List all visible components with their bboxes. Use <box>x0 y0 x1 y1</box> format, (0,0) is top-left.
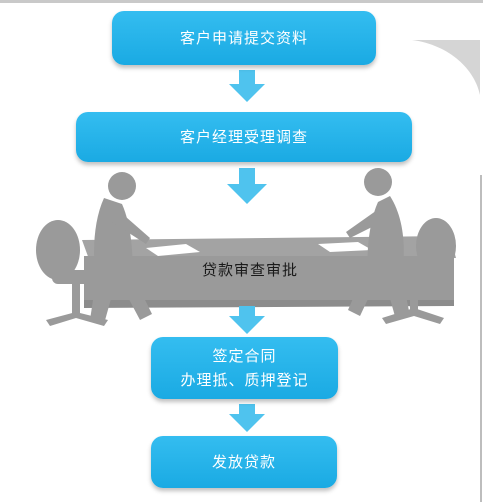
step-apply-label: 客户申请提交资料 <box>179 29 308 47</box>
person-at-desk-icon <box>346 168 410 320</box>
step-investigate-box: 客户经理受理调查 <box>76 112 412 162</box>
right-border <box>480 175 482 502</box>
flow-arrow-down-icon <box>229 306 265 334</box>
step-contract-line1: 签定合同 <box>212 347 277 365</box>
person-at-desk-icon <box>90 172 152 324</box>
step-disburse-label: 发放贷款 <box>211 453 276 471</box>
top-border <box>0 0 483 3</box>
office-chair-icon <box>36 220 108 326</box>
step-contract-box: 签定合同 办理抵、质押登记 <box>151 337 338 399</box>
flow-arrow-down-icon <box>229 404 265 432</box>
office-chair-icon <box>382 218 456 324</box>
step-apply-box: 客户申请提交资料 <box>112 11 376 65</box>
step-contract-line2: 办理抵、质押登记 <box>180 371 309 389</box>
flow-arrow-down-icon <box>229 70 265 102</box>
step-investigate-label: 客户经理受理调查 <box>179 128 308 146</box>
step-disburse-box: 发放贷款 <box>151 436 337 488</box>
decorative-arc-icon <box>412 40 480 95</box>
step-review-label: 贷款审查审批 <box>201 261 298 279</box>
flow-arrow-down-icon <box>227 168 267 204</box>
